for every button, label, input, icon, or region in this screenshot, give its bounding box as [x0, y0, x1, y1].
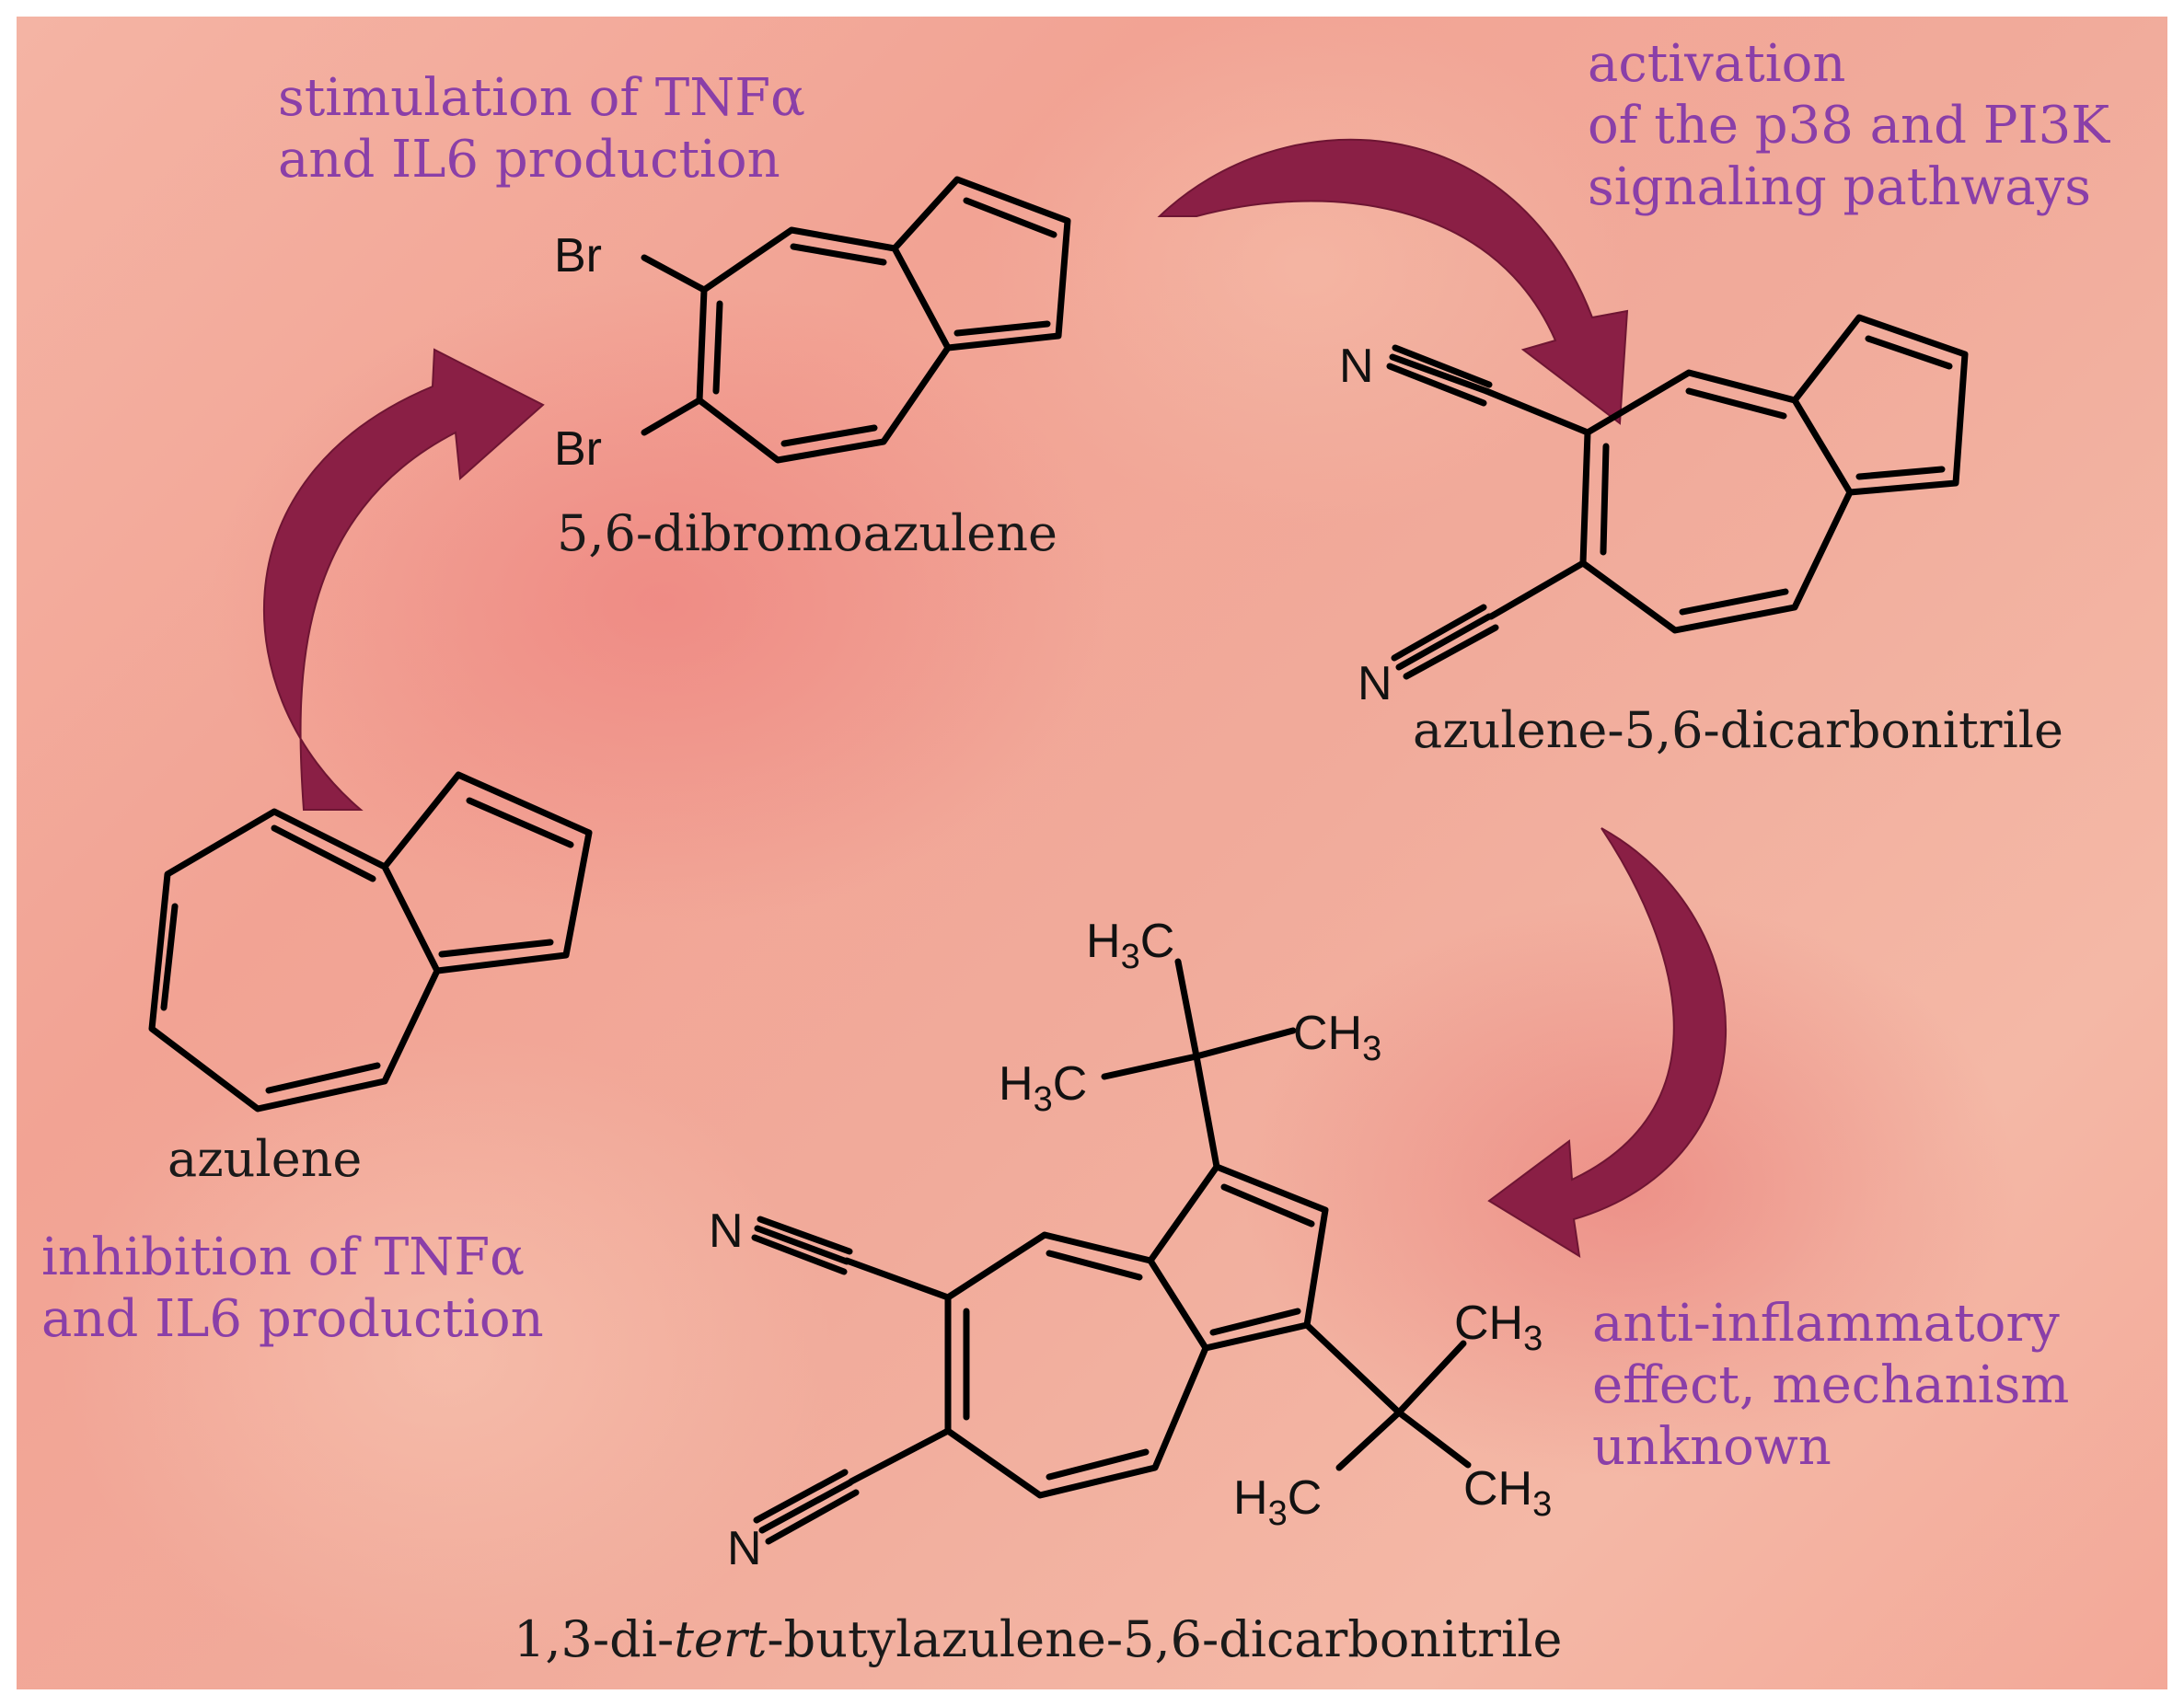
effect-dicarbonitrile-line3: signaling pathways: [1588, 157, 2091, 217]
methyl-label-top: H3C: [1086, 915, 1174, 976]
bromine-label-top: Br: [554, 229, 602, 282]
caption-azulene: azulene: [168, 1130, 362, 1188]
figure-background: [17, 17, 2167, 1689]
dibromoazulene-structure: [641, 176, 1071, 464]
methyl-label-left-upper: H3C: [999, 1057, 1087, 1119]
methyl-label-right-top: CH3: [1454, 1297, 1543, 1358]
tertbutyl-structure: [751, 958, 1472, 1545]
nitrogen-label-tb-top: N: [709, 1205, 744, 1258]
nitrogen-label-bottom: N: [1358, 657, 1392, 710]
caption-tertbutyl: 1,3-di-tert-butylazulene-5,6-dicarbonitr…: [514, 1610, 1562, 1668]
effect-dicarbonitrile-line2: of the p38 and PI3K: [1588, 96, 2110, 156]
azulene-structure: [148, 771, 593, 1112]
nitrogen-label-tb-bottom: N: [727, 1522, 762, 1575]
effect-dicarbonitrile-line1: activation: [1588, 34, 1845, 94]
arrow-dicarbonitrile-to-tertbutyl: [1487, 827, 1728, 1258]
effect-azulene-line2: and IL6 production: [41, 1289, 544, 1349]
effect-tertbutyl-line2: effect, mechanism: [1592, 1355, 2069, 1415]
bromine-label-bottom: Br: [554, 422, 602, 476]
methyl-label-right-bottom: CH3: [1463, 1462, 1552, 1524]
methyl-label-right-upper: CH3: [1293, 1007, 1381, 1068]
methyl-label-left-bottom: H3C: [1233, 1471, 1322, 1533]
arrow-azulene-to-dibromo: [263, 348, 545, 811]
effect-dibromo-line1: stimulation of TNFα: [278, 68, 805, 128]
effect-azulene-line1: inhibition of TNFα: [41, 1228, 525, 1287]
caption-dibromoazulene: 5,6-dibromoazulene: [557, 504, 1057, 562]
effect-tertbutyl-line1: anti-inflammatory: [1592, 1294, 2060, 1354]
effect-tertbutyl-line3: unknown: [1592, 1417, 1832, 1477]
effect-dibromo-line2: and IL6 production: [278, 130, 780, 190]
caption-dicarbonitrile: azulene-5,6-dicarbonitrile: [1413, 701, 2063, 759]
arrow-dibromo-to-dicarbonitrile: [1157, 138, 1629, 425]
nitrogen-label-top: N: [1339, 340, 1374, 393]
dicarbonitrile-structure: [1386, 314, 1969, 680]
